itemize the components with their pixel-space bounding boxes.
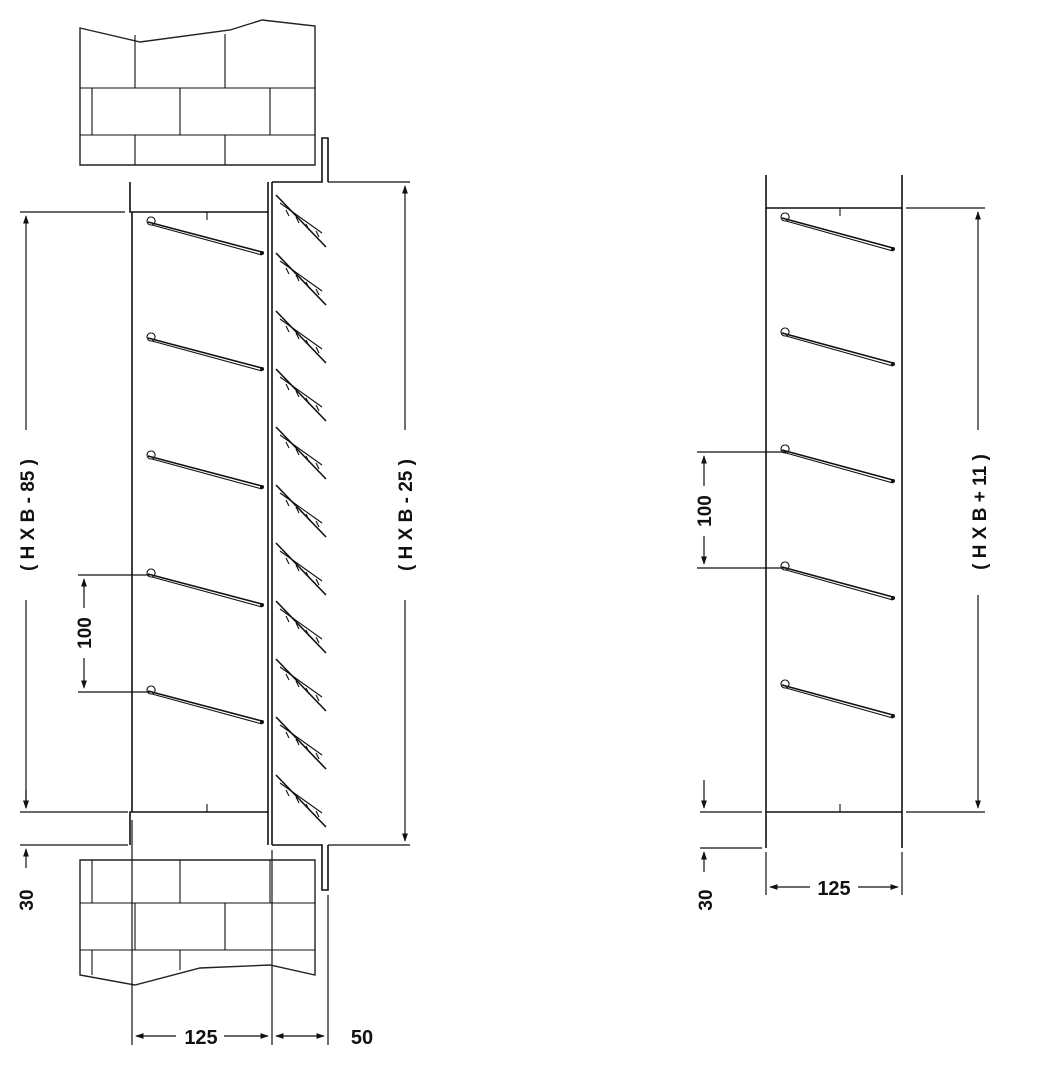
- dim-left-width: 125 50: [131, 820, 373, 1049]
- right-view: ( H X B + 11 ) 100 30 125: [690, 175, 991, 911]
- right-pitch-label: 100: [695, 495, 716, 527]
- dim-left-pitch: 100: [70, 574, 150, 693]
- left-outer-blade: [275, 484, 327, 538]
- dim-hxb-85: ( H X B - 85 ): [14, 211, 128, 813]
- dim-right-width: 125: [765, 852, 903, 900]
- left-outer-blade: [275, 252, 327, 306]
- left-inner-blades: [146, 216, 264, 725]
- dim-left-flange: 30: [17, 790, 128, 911]
- left-frame-label: 50: [351, 1027, 373, 1049]
- left-pitch-label: 100: [75, 617, 96, 649]
- left-outer-blade: [275, 658, 327, 712]
- right-inner-blade: [780, 444, 895, 484]
- left-outer-blades: [275, 194, 327, 828]
- left-outer-blade: [275, 368, 327, 422]
- left-inner-blade: [146, 332, 264, 372]
- right-inner-blade: [780, 327, 895, 367]
- right-inner-blades: [780, 212, 895, 719]
- left-outer-blade: [275, 310, 327, 364]
- right-width-label: 125: [817, 878, 850, 900]
- left-outer-blade: [275, 716, 327, 770]
- dim-hxb-11: ( H X B + 11 ): [906, 207, 991, 813]
- left-outer-blade: [275, 194, 327, 248]
- right-inner-blade: [780, 679, 895, 719]
- left-width-label: 125: [184, 1027, 217, 1049]
- left-view: ( H X B - 85 ) ( H X B - 25 ) 100 30: [14, 19, 419, 1049]
- left-outer-height-label: ( H X B - 25 ): [396, 459, 417, 571]
- left-outer-blade: [275, 542, 327, 596]
- left-sleeve-frame: [129, 137, 329, 891]
- dim-right-flange: 30: [696, 780, 762, 911]
- lower-brick-wall: [79, 859, 316, 986]
- left-inner-blade: [146, 450, 264, 490]
- right-height-label: ( H X B + 11 ): [970, 454, 991, 570]
- left-inner-blade: [146, 568, 264, 608]
- right-inner-blade: [780, 561, 895, 601]
- left-inner-blade: [146, 216, 264, 256]
- right-sleeve-frame: [765, 175, 903, 848]
- dim-right-pitch: 100: [690, 451, 786, 569]
- left-inner-blade: [146, 685, 264, 725]
- right-inner-blade: [780, 212, 895, 252]
- left-height-label: ( H X B - 85 ): [18, 459, 39, 571]
- left-flange-label: 30: [17, 889, 38, 910]
- left-outer-blade: [275, 426, 327, 480]
- upper-brick-wall: [79, 19, 316, 166]
- dim-hxb-25: ( H X B - 25 ): [328, 181, 419, 846]
- right-flange-label: 30: [696, 889, 717, 910]
- left-outer-blade: [275, 774, 327, 828]
- left-outer-blade: [275, 600, 327, 654]
